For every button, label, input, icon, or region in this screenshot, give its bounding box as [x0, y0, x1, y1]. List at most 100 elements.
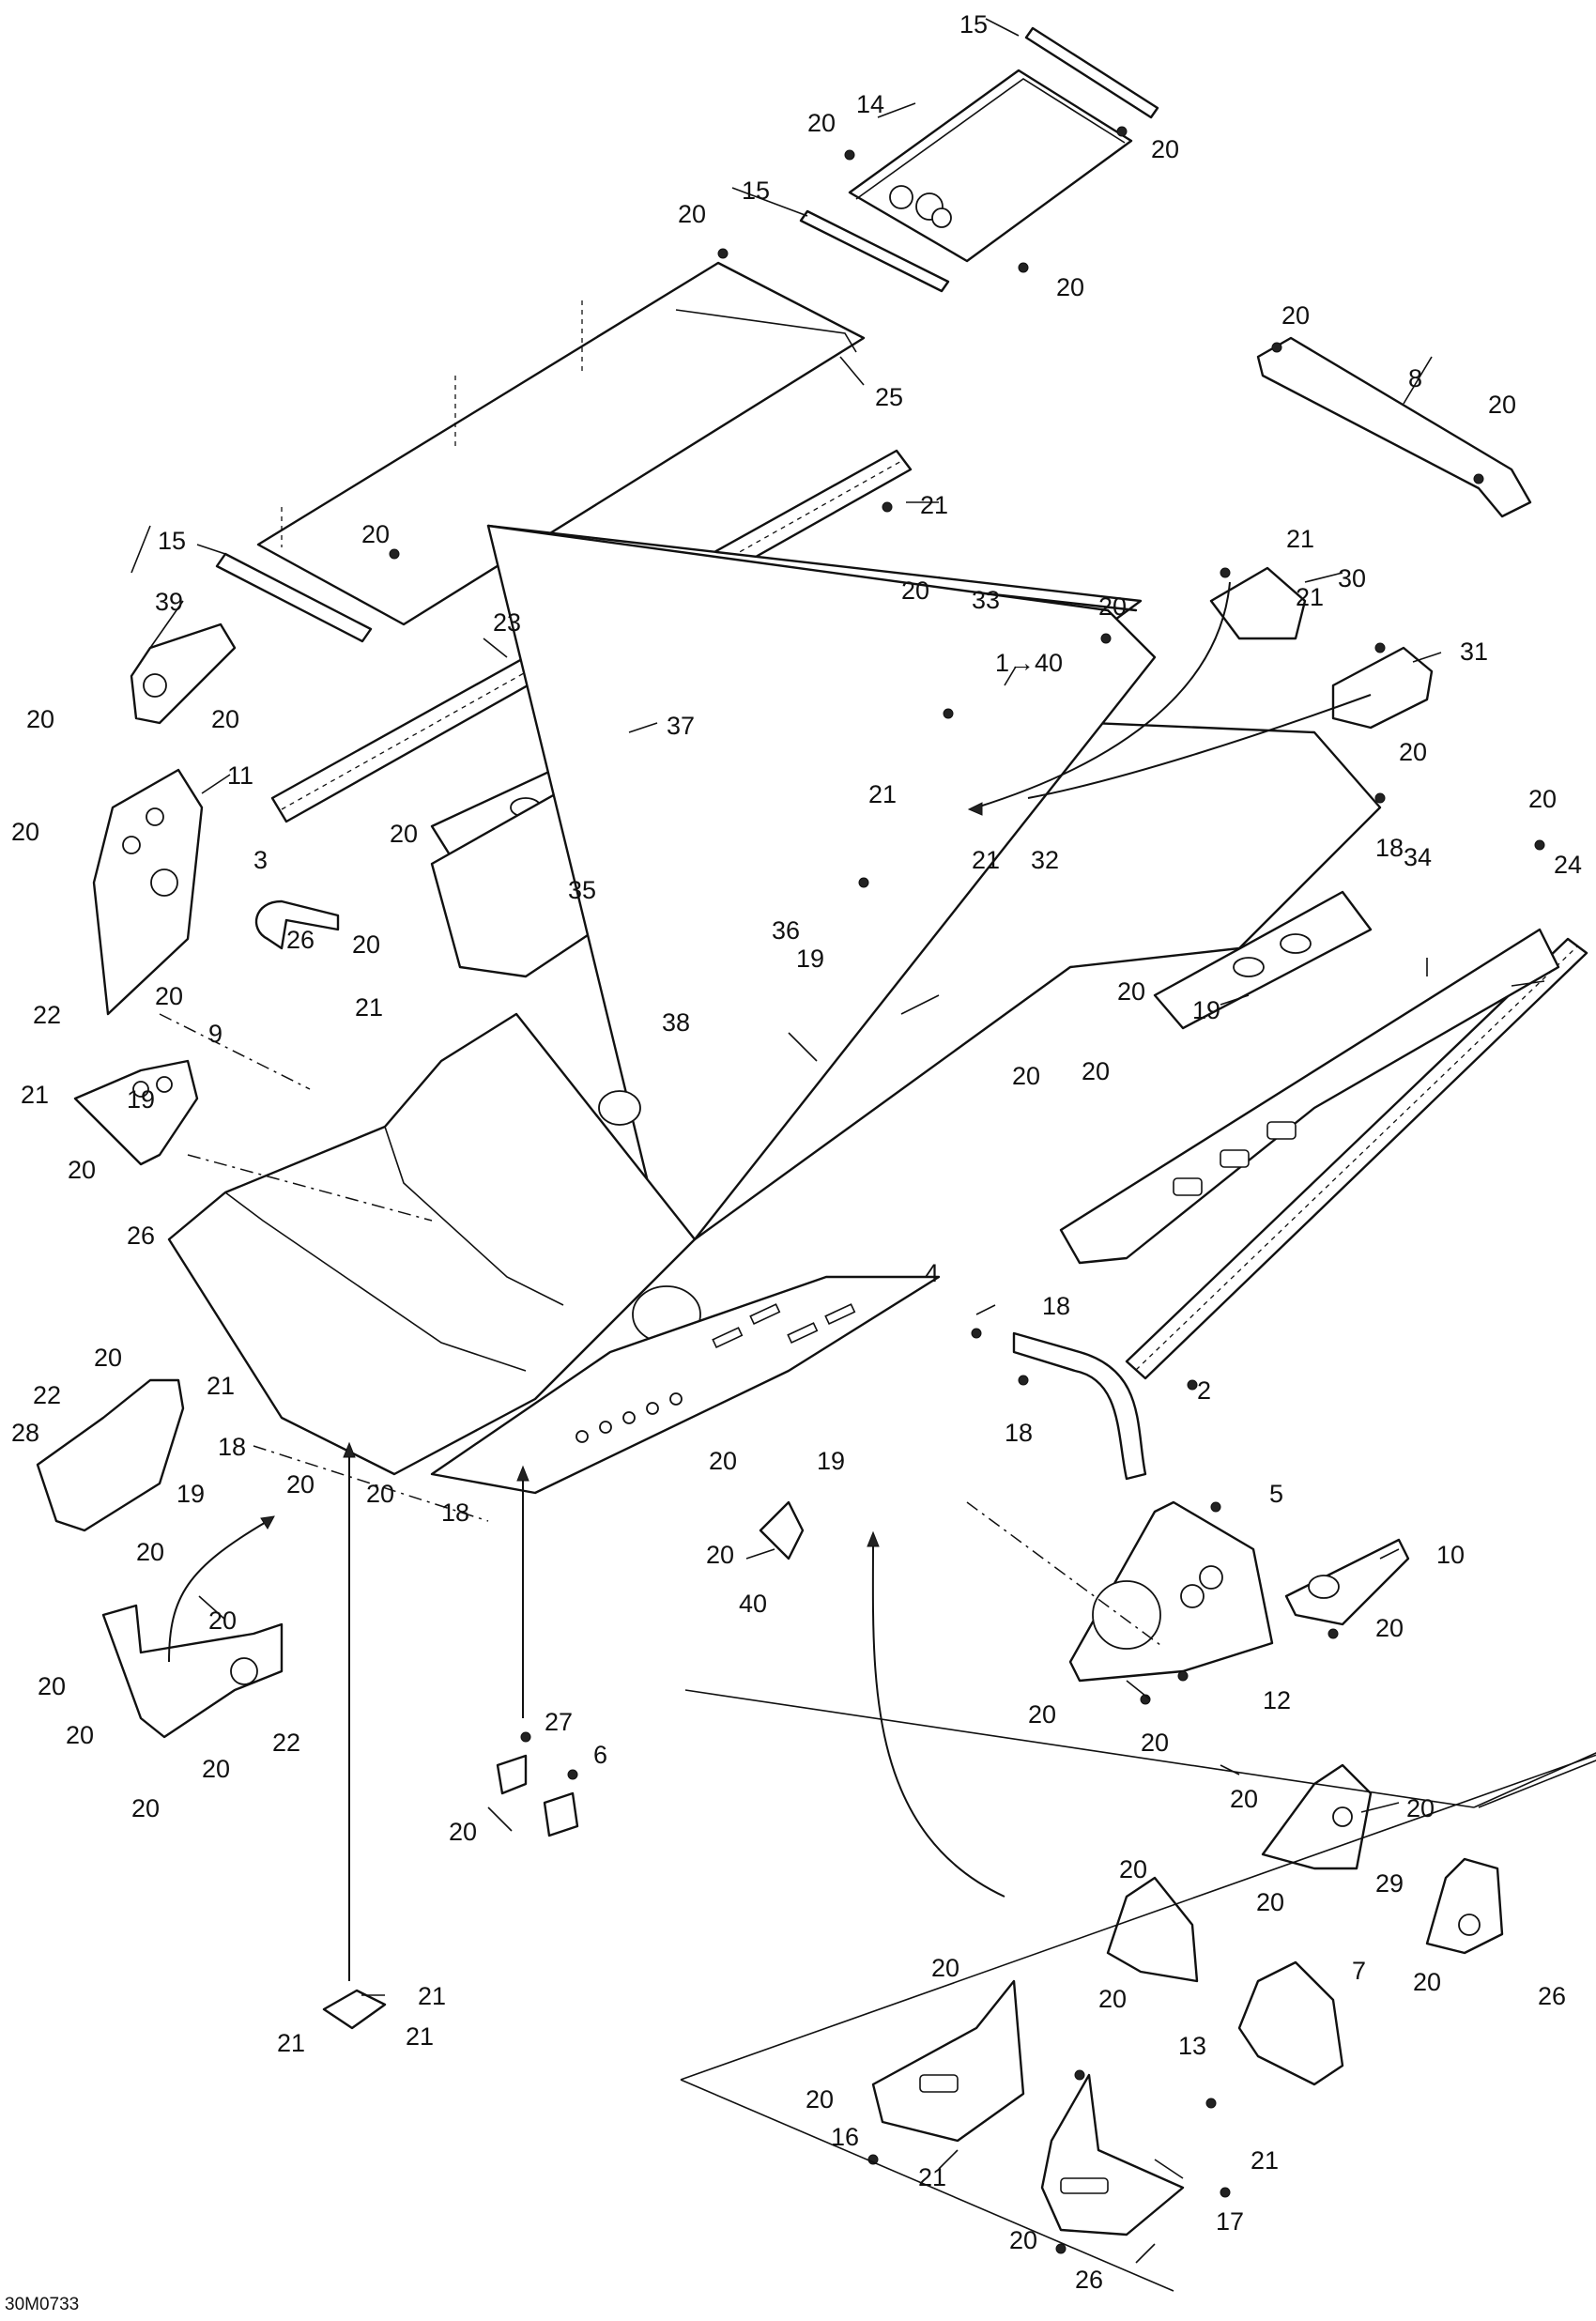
- callout-20: 20: [1281, 301, 1310, 330]
- callout-40: 10: [1436, 1541, 1465, 1569]
- part-12-front-frame: [1068, 1500, 1274, 1683]
- callout-labels: 15 14 20 20 15 20 20 25 20 8 20 21 15 20…: [5, 10, 1582, 2314]
- part-6-bracket: [1261, 1763, 1373, 1870]
- part-17-footrest: [1040, 2073, 1185, 2236]
- part-15-runner-strip-top: [1024, 26, 1159, 119]
- callout-28: 18: [218, 1433, 246, 1461]
- callout-34: 34: [1404, 843, 1432, 871]
- callout-27: 20: [449, 1818, 477, 1846]
- callout-19: 9: [208, 1020, 223, 1048]
- callout-19: 22: [33, 1001, 61, 1029]
- callout-22: 20: [202, 1755, 230, 1783]
- callout-14: 14: [856, 90, 884, 118]
- part-34-right-rail: [1059, 928, 1560, 1265]
- callout-15: 15: [959, 10, 988, 38]
- callout-19: 20: [286, 1470, 315, 1499]
- callout-29: 20: [1256, 1888, 1284, 1916]
- callout-20: 20: [66, 1721, 94, 1749]
- callout-20: 20: [1082, 1057, 1110, 1085]
- callout-21: 20: [1012, 1062, 1040, 1090]
- part-29-bracket-left: [1106, 1876, 1199, 1983]
- callout-2: 28: [11, 1419, 39, 1447]
- callout-20: 26: [127, 1222, 155, 1250]
- callout-3: 3: [253, 846, 268, 874]
- callout-20: 40: [739, 1590, 767, 1618]
- callout-36: 19: [796, 945, 824, 973]
- callout-21: 21: [1296, 583, 1324, 611]
- callout-23: 23: [493, 608, 521, 637]
- callout-20: 20: [131, 1794, 160, 1822]
- callout-20: 22: [272, 1729, 300, 1757]
- part-3-handle: [254, 899, 340, 950]
- callout-20: 27: [545, 1708, 573, 1736]
- callout-20: 20: [678, 200, 706, 228]
- callout-33: 33: [972, 586, 1000, 614]
- part-24-slide-rail: [1125, 937, 1588, 1380]
- part-4-handle: [1012, 1331, 1147, 1481]
- callout-37: 37: [667, 712, 695, 740]
- part-25-panel: [256, 261, 866, 626]
- callout-38: 20: [1117, 977, 1145, 1006]
- callout-20: 20: [1230, 1785, 1258, 1813]
- callout-20: 19: [1192, 996, 1220, 1024]
- callout-16: 21: [918, 2163, 946, 2191]
- part-2-bracket: [36, 1378, 185, 1532]
- callout-20: 20: [11, 818, 39, 846]
- callout-9: 21: [21, 1081, 49, 1109]
- callout-8: 8: [1408, 364, 1422, 392]
- callout-21: 21: [406, 2022, 434, 2051]
- callout-1→40: 1→40: [995, 649, 1063, 677]
- callout-10: 20: [208, 1606, 237, 1635]
- callout-21: 2: [1197, 1376, 1211, 1405]
- part-15-runner-strip-left: [215, 552, 373, 643]
- callout-18: 20: [709, 1447, 737, 1475]
- callout-18: 18: [1005, 1419, 1033, 1447]
- part-40-bracket: [1284, 1538, 1410, 1626]
- callout-20: 20: [26, 705, 54, 733]
- callout-20: 20: [361, 520, 390, 548]
- callout-20: 18: [1375, 834, 1404, 862]
- callout-20: 26: [1538, 1982, 1566, 2010]
- callout-18: 26: [286, 926, 315, 954]
- callout-21: 20: [931, 1954, 959, 1982]
- callout-22: 19: [176, 1480, 205, 1508]
- part-15-runner-strip-mid: [799, 209, 950, 293]
- figure-reference-code: 30M0733: [5, 2295, 79, 2314]
- callout-15: 15: [158, 527, 186, 555]
- callout-24: 24: [1554, 851, 1582, 879]
- callout-5: 20: [706, 1541, 734, 1569]
- part-7-bracket: [1425, 1857, 1504, 1955]
- callout-20: 17: [1216, 2207, 1244, 2236]
- callout-20: 19: [817, 1447, 845, 1475]
- part-39-bracket: [130, 623, 237, 725]
- fasteners: [389, 126, 1545, 2254]
- part-13-plate: [322, 1989, 387, 2030]
- part-10-bracket: [101, 1604, 284, 1739]
- callout-20: 20: [390, 820, 418, 848]
- callout-20: 19: [127, 1085, 155, 1114]
- callout-18: 22: [33, 1381, 61, 1409]
- part-14-cover-plate: [848, 69, 1133, 263]
- part-30-bracket: [1209, 566, 1307, 640]
- part-16-footrest: [871, 1979, 1025, 2143]
- callout-20: 7: [1352, 1957, 1366, 1985]
- callout-21: 21: [920, 491, 948, 519]
- callout-20: 20: [1098, 592, 1127, 621]
- leader-lines: [130, 18, 1545, 2264]
- callout-17: 26: [1075, 2266, 1103, 2294]
- callout-31: 31: [1460, 638, 1488, 666]
- callout-21: 38: [662, 1008, 690, 1037]
- callout-4: 18: [1042, 1292, 1070, 1320]
- callout-20: 20: [1488, 391, 1516, 419]
- callout-20: 20: [38, 1672, 66, 1700]
- callout-20: 20: [1056, 273, 1084, 301]
- callout-20: 21: [207, 1372, 235, 1400]
- callout-21: 21: [1251, 2146, 1279, 2175]
- part-27-clips: [496, 1754, 579, 1837]
- callout-26: 20: [352, 930, 380, 959]
- part-11-side-panel: [92, 768, 204, 1016]
- part-31-bracket: [1331, 646, 1434, 730]
- callout-20: 35: [568, 876, 596, 904]
- part-9-bracket: [73, 1059, 199, 1166]
